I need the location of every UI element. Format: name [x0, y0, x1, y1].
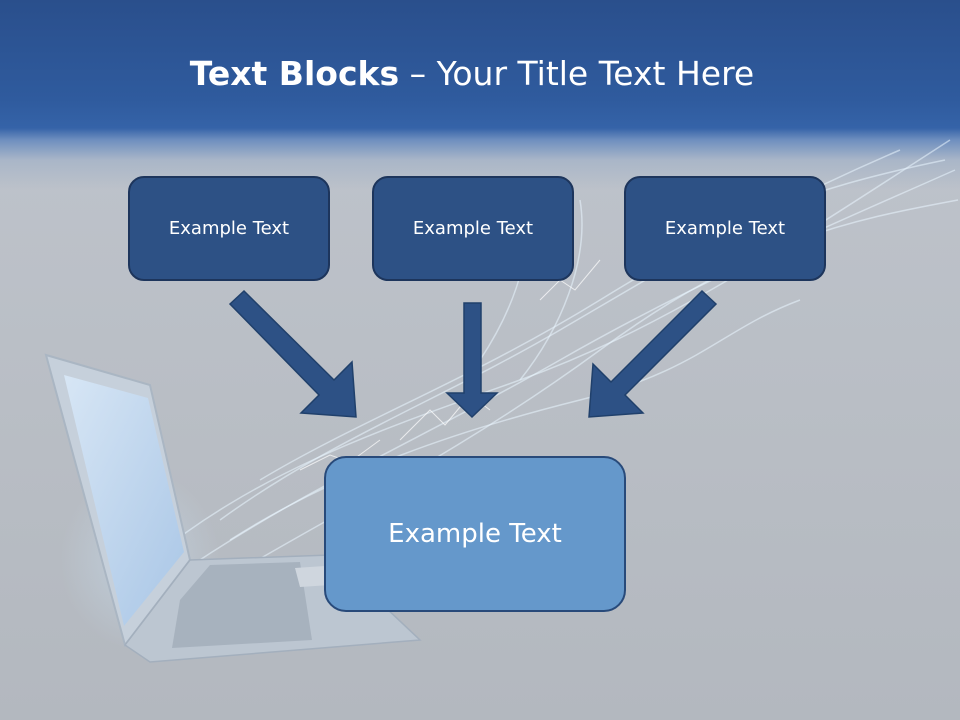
center-box[interactable]: Example Text — [324, 456, 626, 612]
top-box-3[interactable]: Example Text — [624, 176, 826, 281]
title-dash: – — [399, 54, 437, 93]
top-box-2[interactable]: Example Text — [372, 176, 574, 281]
arrow-left — [228, 289, 357, 418]
arrow-right — [588, 289, 718, 418]
top-box-2-label: Example Text — [412, 218, 534, 239]
center-box-label: Example Text — [388, 519, 562, 549]
header-band — [0, 0, 960, 190]
title-bold-part: Text Blocks — [189, 54, 400, 93]
arrow-middle — [445, 302, 499, 419]
top-box-1-label: Example Text — [168, 218, 290, 239]
top-box-3-label: Example Text — [664, 218, 786, 239]
top-box-1[interactable]: Example Text — [128, 176, 330, 281]
slide-title: Text Blocks – Your Title Text Here — [0, 52, 944, 96]
title-regular-part: Your Title Text Here — [436, 54, 755, 93]
